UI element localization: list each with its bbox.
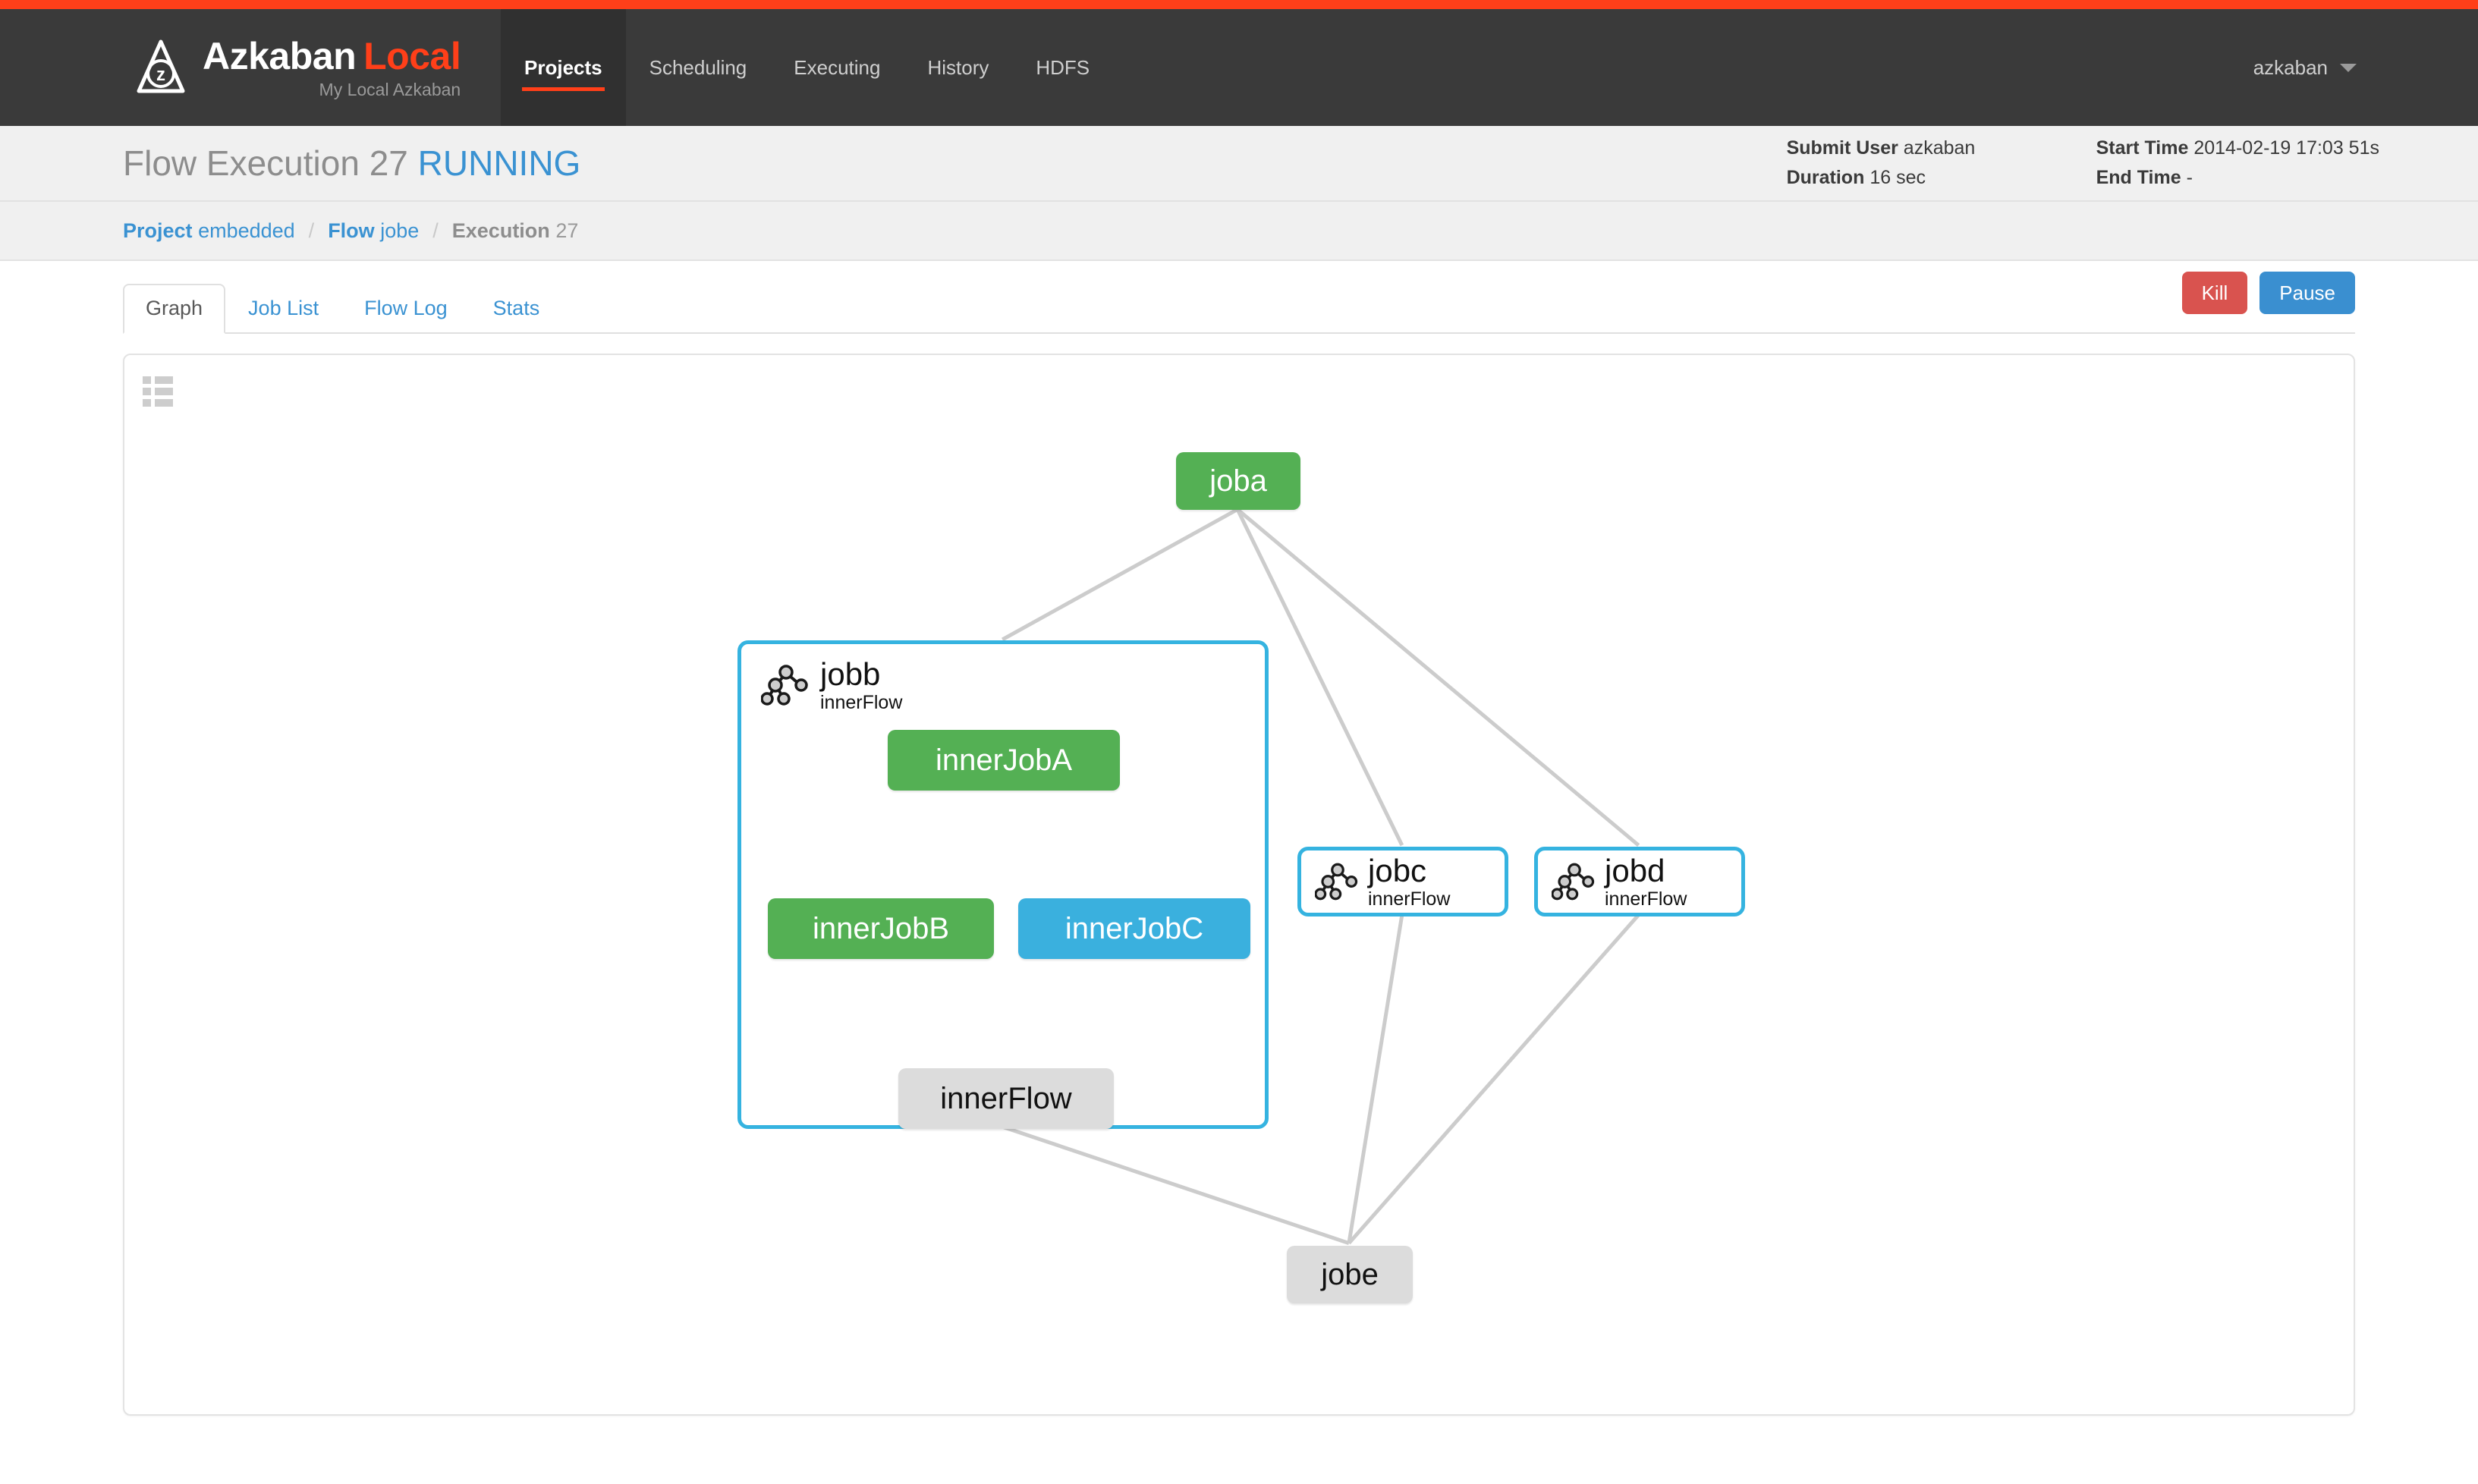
- tabs-row: Graph Job List Flow Log Stats Kill Pause: [0, 261, 2478, 334]
- execution-meta-left: Submit User azkaban Duration 16 sec: [1787, 134, 2096, 193]
- breadcrumb-project[interactable]: Project embedded: [123, 219, 295, 243]
- graph-edge-joba-jobd: [1236, 508, 1640, 847]
- breadcrumb-project-label: Project: [123, 219, 193, 242]
- graph-node-joba[interactable]: joba: [1176, 452, 1300, 510]
- list-menu-icon[interactable]: [143, 376, 173, 407]
- execution-header: Flow Execution 27 RUNNING Submit User az…: [0, 126, 2478, 202]
- graph-flow-sub-jobc: innerFlow: [1368, 888, 1451, 910]
- graph-node-innerJobA[interactable]: innerJobA: [888, 730, 1120, 791]
- user-menu-label: azkaban: [2253, 55, 2328, 79]
- nav-item-scheduling[interactable]: Scheduling: [649, 55, 747, 79]
- breadcrumb-flow-value: jobe: [380, 219, 420, 242]
- nav-item-hdfs[interactable]: HDFS: [1036, 55, 1090, 79]
- page-title: Flow Execution 27 RUNNING: [0, 143, 580, 184]
- top-accent-bar: [0, 0, 2478, 9]
- end-time-value: -: [2186, 167, 2193, 188]
- brand-name: Azkaban: [203, 34, 357, 77]
- tab-flow-log[interactable]: Flow Log: [364, 296, 448, 319]
- duration-label: Duration: [1786, 167, 1865, 188]
- flow-tree-icon: [1315, 863, 1358, 901]
- submit-user-label: Submit User: [1786, 137, 1898, 159]
- breadcrumb-flow[interactable]: Flow jobe: [328, 219, 419, 243]
- duration-value: 16 sec: [1870, 167, 1926, 188]
- brand-highlight: Local: [363, 34, 461, 77]
- breadcrumb-execution: Execution 27: [452, 219, 579, 243]
- graph-flow-name-jobd: jobd: [1605, 852, 1665, 888]
- page-title-prefix: Flow Execution: [123, 143, 360, 183]
- submit-user-value: azkaban: [1903, 137, 1976, 159]
- nav-item-history[interactable]: History: [927, 55, 989, 79]
- action-buttons: Kill Pause: [2181, 271, 2355, 314]
- start-time-label: Start Time: [2096, 137, 2189, 159]
- page-title-execid: 27: [369, 143, 408, 183]
- graph-edge-jobd-jobe: [1347, 913, 1640, 1245]
- graph-edge-jobb-jobe: [1002, 1124, 1350, 1246]
- status-badge: RUNNING: [417, 143, 581, 183]
- graph-node-innerJobC[interactable]: innerJobC: [1018, 898, 1250, 959]
- graph-edge-joba-jobc: [1235, 508, 1404, 847]
- chevron-down-icon: [2340, 63, 2357, 72]
- breadcrumb-project-value: embedded: [198, 219, 295, 242]
- graph-node-innerFlow[interactable]: innerFlow: [898, 1068, 1114, 1129]
- start-time-row: Start Time 2014-02-19 17:03 51s: [2096, 134, 2379, 163]
- user-menu[interactable]: azkaban: [2253, 9, 2478, 126]
- execution-meta-right: Start Time 2014-02-19 17:03 51s End Time…: [2096, 134, 2379, 193]
- tab-stats[interactable]: Stats: [492, 296, 540, 319]
- nav-item-projects[interactable]: Projects: [501, 9, 626, 126]
- execution-meta: Submit User azkaban Duration 16 sec Star…: [1787, 134, 2478, 193]
- breadcrumb-flow-label: Flow: [328, 219, 375, 242]
- graph-node-jobe[interactable]: jobe: [1287, 1246, 1413, 1303]
- nav-links: Projects Scheduling Executing History HD…: [501, 9, 1113, 126]
- breadcrumb-separator-2: /: [432, 219, 439, 242]
- end-time-row: End Time -: [2096, 163, 2379, 193]
- graph-flow-sub-jobd: innerFlow: [1605, 888, 1687, 910]
- graph-edge-jobc-jobe: [1347, 914, 1404, 1244]
- duration-row: Duration 16 sec: [1787, 163, 2096, 193]
- pause-button[interactable]: Pause: [2259, 271, 2355, 314]
- flow-tree-icon: [1552, 863, 1595, 901]
- graph-node-innerJobB[interactable]: innerJobB: [768, 898, 994, 959]
- svg-text:z: z: [156, 64, 165, 85]
- breadcrumb: Project embedded / Flow jobe / Execution…: [0, 202, 2478, 261]
- graph-flow-name-jobb: jobb: [820, 656, 881, 692]
- graph-flow-name-jobc: jobc: [1368, 852, 1427, 888]
- start-time-value: 2014-02-19 17:03 51s: [2193, 137, 2379, 159]
- graph-flow-sub-jobb: innerFlow: [820, 692, 903, 714]
- nav-item-executing[interactable]: Executing: [794, 55, 881, 79]
- tab-list: Graph Job List Flow Log Stats: [123, 261, 2355, 334]
- azkaban-logo-icon: z: [137, 39, 185, 93]
- breadcrumb-execution-value: 27: [555, 219, 579, 242]
- flow-tree-icon: [761, 665, 808, 706]
- tab-graph[interactable]: Graph: [123, 283, 226, 334]
- kill-button[interactable]: Kill: [2181, 271, 2248, 314]
- submit-user-row: Submit User azkaban: [1787, 134, 2096, 163]
- graph-edge-joba-jobb: [1002, 508, 1239, 642]
- breadcrumb-separator-1: /: [308, 219, 315, 242]
- brand-subtitle: My Local Azkaban: [319, 79, 461, 99]
- end-time-label: End Time: [2096, 167, 2181, 188]
- tab-job-list[interactable]: Job List: [248, 296, 319, 319]
- breadcrumb-execution-label: Execution: [451, 219, 550, 242]
